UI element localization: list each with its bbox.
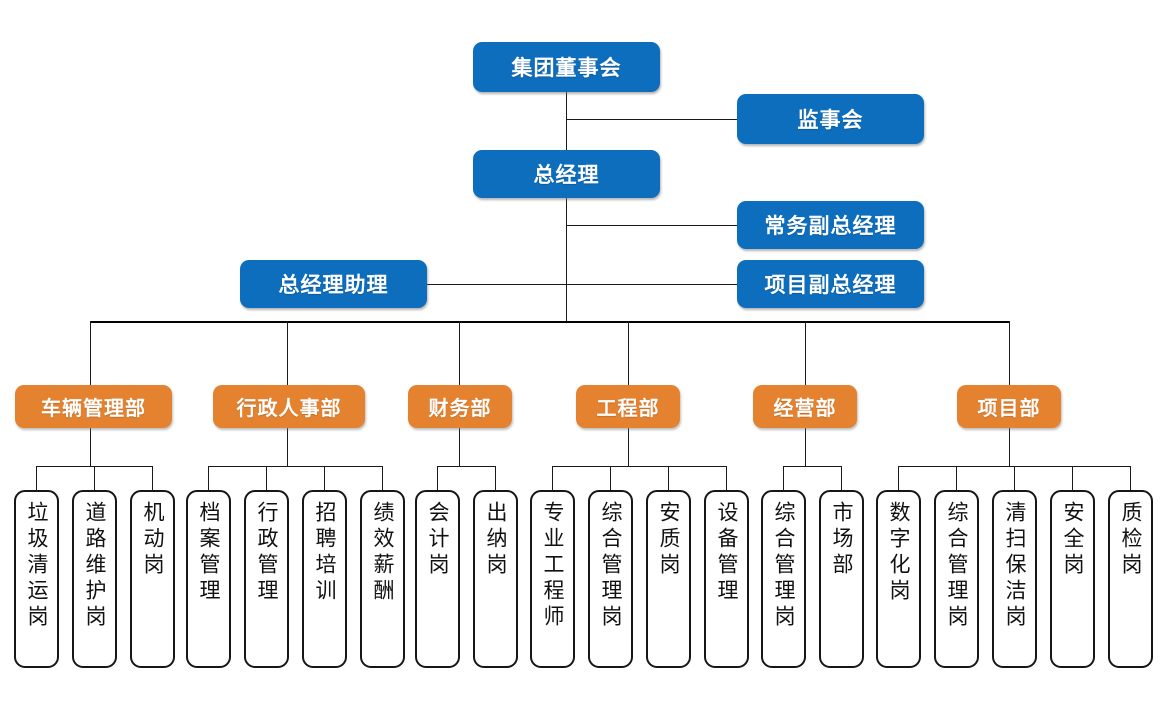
connector-bus-to-admin-hr bbox=[287, 321, 288, 385]
connector-operations-child-1 bbox=[841, 466, 842, 490]
position-label: 道路维护岗 bbox=[83, 501, 107, 631]
connector-gm-to-exec-vice bbox=[566, 225, 737, 226]
connector-adminhr-child-1 bbox=[266, 466, 267, 490]
node-general-manager[interactable]: 总经理 bbox=[473, 150, 660, 198]
node-position-project-2[interactable]: 清扫保洁岗 bbox=[992, 490, 1037, 668]
node-position-vehicle-1[interactable]: 道路维护岗 bbox=[72, 490, 117, 668]
node-project-vice-gm[interactable]: 项目副总经理 bbox=[737, 260, 924, 308]
department-bus bbox=[90, 321, 1010, 323]
position-label: 档案管理 bbox=[197, 501, 221, 605]
node-position-operations-1[interactable]: 市场部 bbox=[819, 490, 864, 668]
connector-bus-to-engineering bbox=[628, 321, 629, 385]
node-position-project-0[interactable]: 数字化岗 bbox=[876, 490, 921, 668]
node-position-finance-0[interactable]: 会计岗 bbox=[415, 490, 460, 668]
node-supervisory-board[interactable]: 监事会 bbox=[737, 94, 924, 144]
node-department-engineering[interactable]: 工程部 bbox=[576, 385, 680, 428]
connector-project-child-3 bbox=[1072, 466, 1073, 490]
node-position-adminhr-0[interactable]: 档案管理 bbox=[186, 490, 231, 668]
connector-finance-child-1 bbox=[495, 466, 496, 490]
connector-engineering-child-2 bbox=[668, 466, 669, 490]
position-label: 招聘培训 bbox=[313, 501, 337, 605]
connector-bus-to-vehicle bbox=[90, 321, 91, 385]
position-label: 综合管理岗 bbox=[599, 501, 623, 631]
connector-adminhr-stem bbox=[287, 428, 288, 466]
connector-vehicle-child-1 bbox=[94, 466, 95, 490]
position-label: 行政管理 bbox=[255, 501, 279, 605]
node-executive-vice-gm[interactable]: 常务副总经理 bbox=[737, 201, 924, 249]
node-position-finance-1[interactable]: 出纳岗 bbox=[473, 490, 518, 668]
node-department-admin-hr[interactable]: 行政人事部 bbox=[213, 385, 365, 428]
connector-vehicle-child-2 bbox=[152, 466, 153, 490]
node-department-operations[interactable]: 经营部 bbox=[753, 385, 857, 428]
node-position-operations-0[interactable]: 综合管理岗 bbox=[761, 490, 806, 668]
position-label: 设备管理 bbox=[715, 501, 739, 605]
connector-engineering-child-0 bbox=[552, 466, 553, 490]
node-position-project-4[interactable]: 质检岗 bbox=[1108, 490, 1153, 668]
connector-finance-stem bbox=[459, 428, 460, 466]
node-position-project-1[interactable]: 综合管理岗 bbox=[934, 490, 979, 668]
position-label: 安质岗 bbox=[657, 501, 681, 579]
connector-project-stem bbox=[1009, 428, 1010, 466]
position-label: 综合管理岗 bbox=[945, 501, 969, 631]
position-label: 垃圾清运岗 bbox=[25, 501, 49, 631]
node-department-vehicle[interactable]: 车辆管理部 bbox=[15, 385, 172, 428]
connector-adminhr-bus bbox=[208, 466, 382, 467]
connector-vehicle-stem bbox=[90, 428, 91, 466]
connector-engineering-stem bbox=[628, 428, 629, 466]
node-position-adminhr-2[interactable]: 招聘培训 bbox=[302, 490, 347, 668]
node-position-adminhr-3[interactable]: 绩效薪酬 bbox=[360, 490, 405, 668]
node-position-vehicle-0[interactable]: 垃圾清运岗 bbox=[14, 490, 59, 668]
node-position-engineering-0[interactable]: 专业工程师 bbox=[530, 490, 575, 668]
connector-project-child-1 bbox=[956, 466, 957, 490]
position-label: 专业工程师 bbox=[541, 501, 565, 631]
node-department-finance[interactable]: 财务部 bbox=[408, 385, 512, 428]
connector-finance-child-0 bbox=[437, 466, 438, 490]
connector-finance-bus bbox=[437, 466, 495, 467]
connector-bus-to-project bbox=[1009, 321, 1010, 385]
connector-adminhr-child-2 bbox=[324, 466, 325, 490]
connector-engineering-child-1 bbox=[610, 466, 611, 490]
connector-adminhr-child-3 bbox=[382, 466, 383, 490]
connector-bus-to-finance bbox=[459, 321, 460, 385]
position-label: 会计岗 bbox=[426, 501, 450, 579]
connector-engineering-bus bbox=[552, 466, 726, 467]
position-label: 绩效薪酬 bbox=[371, 501, 395, 605]
connector-operations-stem bbox=[805, 428, 806, 466]
position-label: 质检岗 bbox=[1119, 501, 1143, 579]
connector-operations-child-0 bbox=[783, 466, 784, 490]
node-board[interactable]: 集团董事会 bbox=[473, 42, 660, 92]
node-position-engineering-1[interactable]: 综合管理岗 bbox=[588, 490, 633, 668]
node-department-project[interactable]: 项目部 bbox=[957, 385, 1061, 428]
position-label: 出纳岗 bbox=[484, 501, 508, 579]
connector-project-child-0 bbox=[898, 466, 899, 490]
connector-project-child-2 bbox=[1014, 466, 1015, 490]
connector-vehicle-child-0 bbox=[36, 466, 37, 490]
node-position-engineering-3[interactable]: 设备管理 bbox=[704, 490, 749, 668]
position-label: 机动岗 bbox=[141, 501, 165, 579]
connector-gm-to-project-vice bbox=[566, 284, 737, 285]
position-label: 安全岗 bbox=[1061, 501, 1085, 579]
position-label: 数字化岗 bbox=[887, 501, 911, 605]
node-position-adminhr-1[interactable]: 行政管理 bbox=[244, 490, 289, 668]
node-position-vehicle-2[interactable]: 机动岗 bbox=[130, 490, 175, 668]
position-label: 清扫保洁岗 bbox=[1003, 501, 1027, 631]
connector-board-to-gm bbox=[566, 92, 567, 154]
connector-adminhr-child-0 bbox=[208, 466, 209, 490]
node-position-engineering-2[interactable]: 安质岗 bbox=[646, 490, 691, 668]
position-label: 市场部 bbox=[830, 501, 854, 579]
node-gm-assistant[interactable]: 总经理助理 bbox=[240, 260, 427, 308]
connector-gm-to-assistant bbox=[427, 284, 566, 285]
connector-operations-bus bbox=[783, 466, 841, 467]
connector-engineering-child-3 bbox=[726, 466, 727, 490]
connector-bus-to-operations bbox=[805, 321, 806, 385]
position-label: 综合管理岗 bbox=[772, 501, 796, 631]
connector-gm-spine bbox=[566, 196, 567, 321]
connector-gm-to-supervisory bbox=[566, 119, 737, 120]
node-position-project-3[interactable]: 安全岗 bbox=[1050, 490, 1095, 668]
connector-project-child-4 bbox=[1130, 466, 1131, 490]
